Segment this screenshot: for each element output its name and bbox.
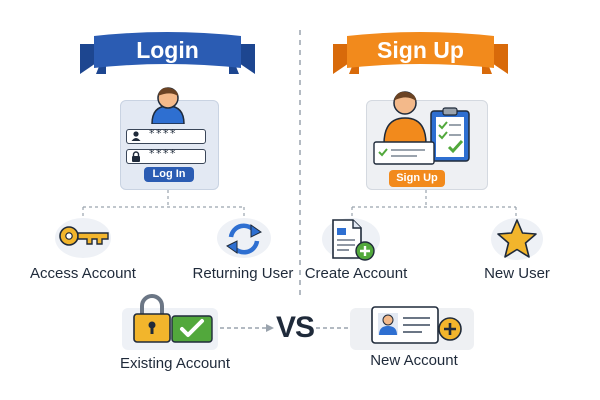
padlock-check-icon (133, 294, 213, 343)
signup-title: Sign Up (377, 37, 464, 63)
password-mask: **** (149, 147, 177, 160)
user-small-icon (131, 130, 141, 145)
clipboard-icon (430, 107, 470, 162)
username-mask: **** (149, 127, 177, 140)
new-user-label: New User (484, 265, 550, 282)
star-icon (497, 219, 537, 258)
document-add-icon (332, 219, 375, 261)
id-card-icon (371, 306, 462, 344)
returning-user-label: Returning User (192, 265, 294, 282)
login-button[interactable]: Log In (144, 167, 194, 182)
username-field[interactable]: **** (126, 127, 206, 145)
create-account-label: Create Account (304, 265, 408, 282)
existing-account-label: Existing Account (119, 355, 231, 372)
login-title: Login (136, 37, 199, 63)
signup-user-icon (383, 91, 427, 144)
form-card-icon (373, 141, 435, 165)
signup-banner (333, 32, 508, 74)
password-field[interactable]: **** (126, 147, 206, 164)
user-icon (151, 87, 185, 124)
access-account-label: Access Account (30, 265, 136, 282)
login-banner (80, 32, 255, 74)
refresh-icon (226, 223, 262, 255)
new-account-label: New Account (370, 352, 458, 369)
vs-label: VS (275, 311, 315, 344)
lock-icon (131, 150, 141, 168)
key-icon (59, 226, 109, 246)
signup-button[interactable]: Sign Up (389, 170, 445, 187)
